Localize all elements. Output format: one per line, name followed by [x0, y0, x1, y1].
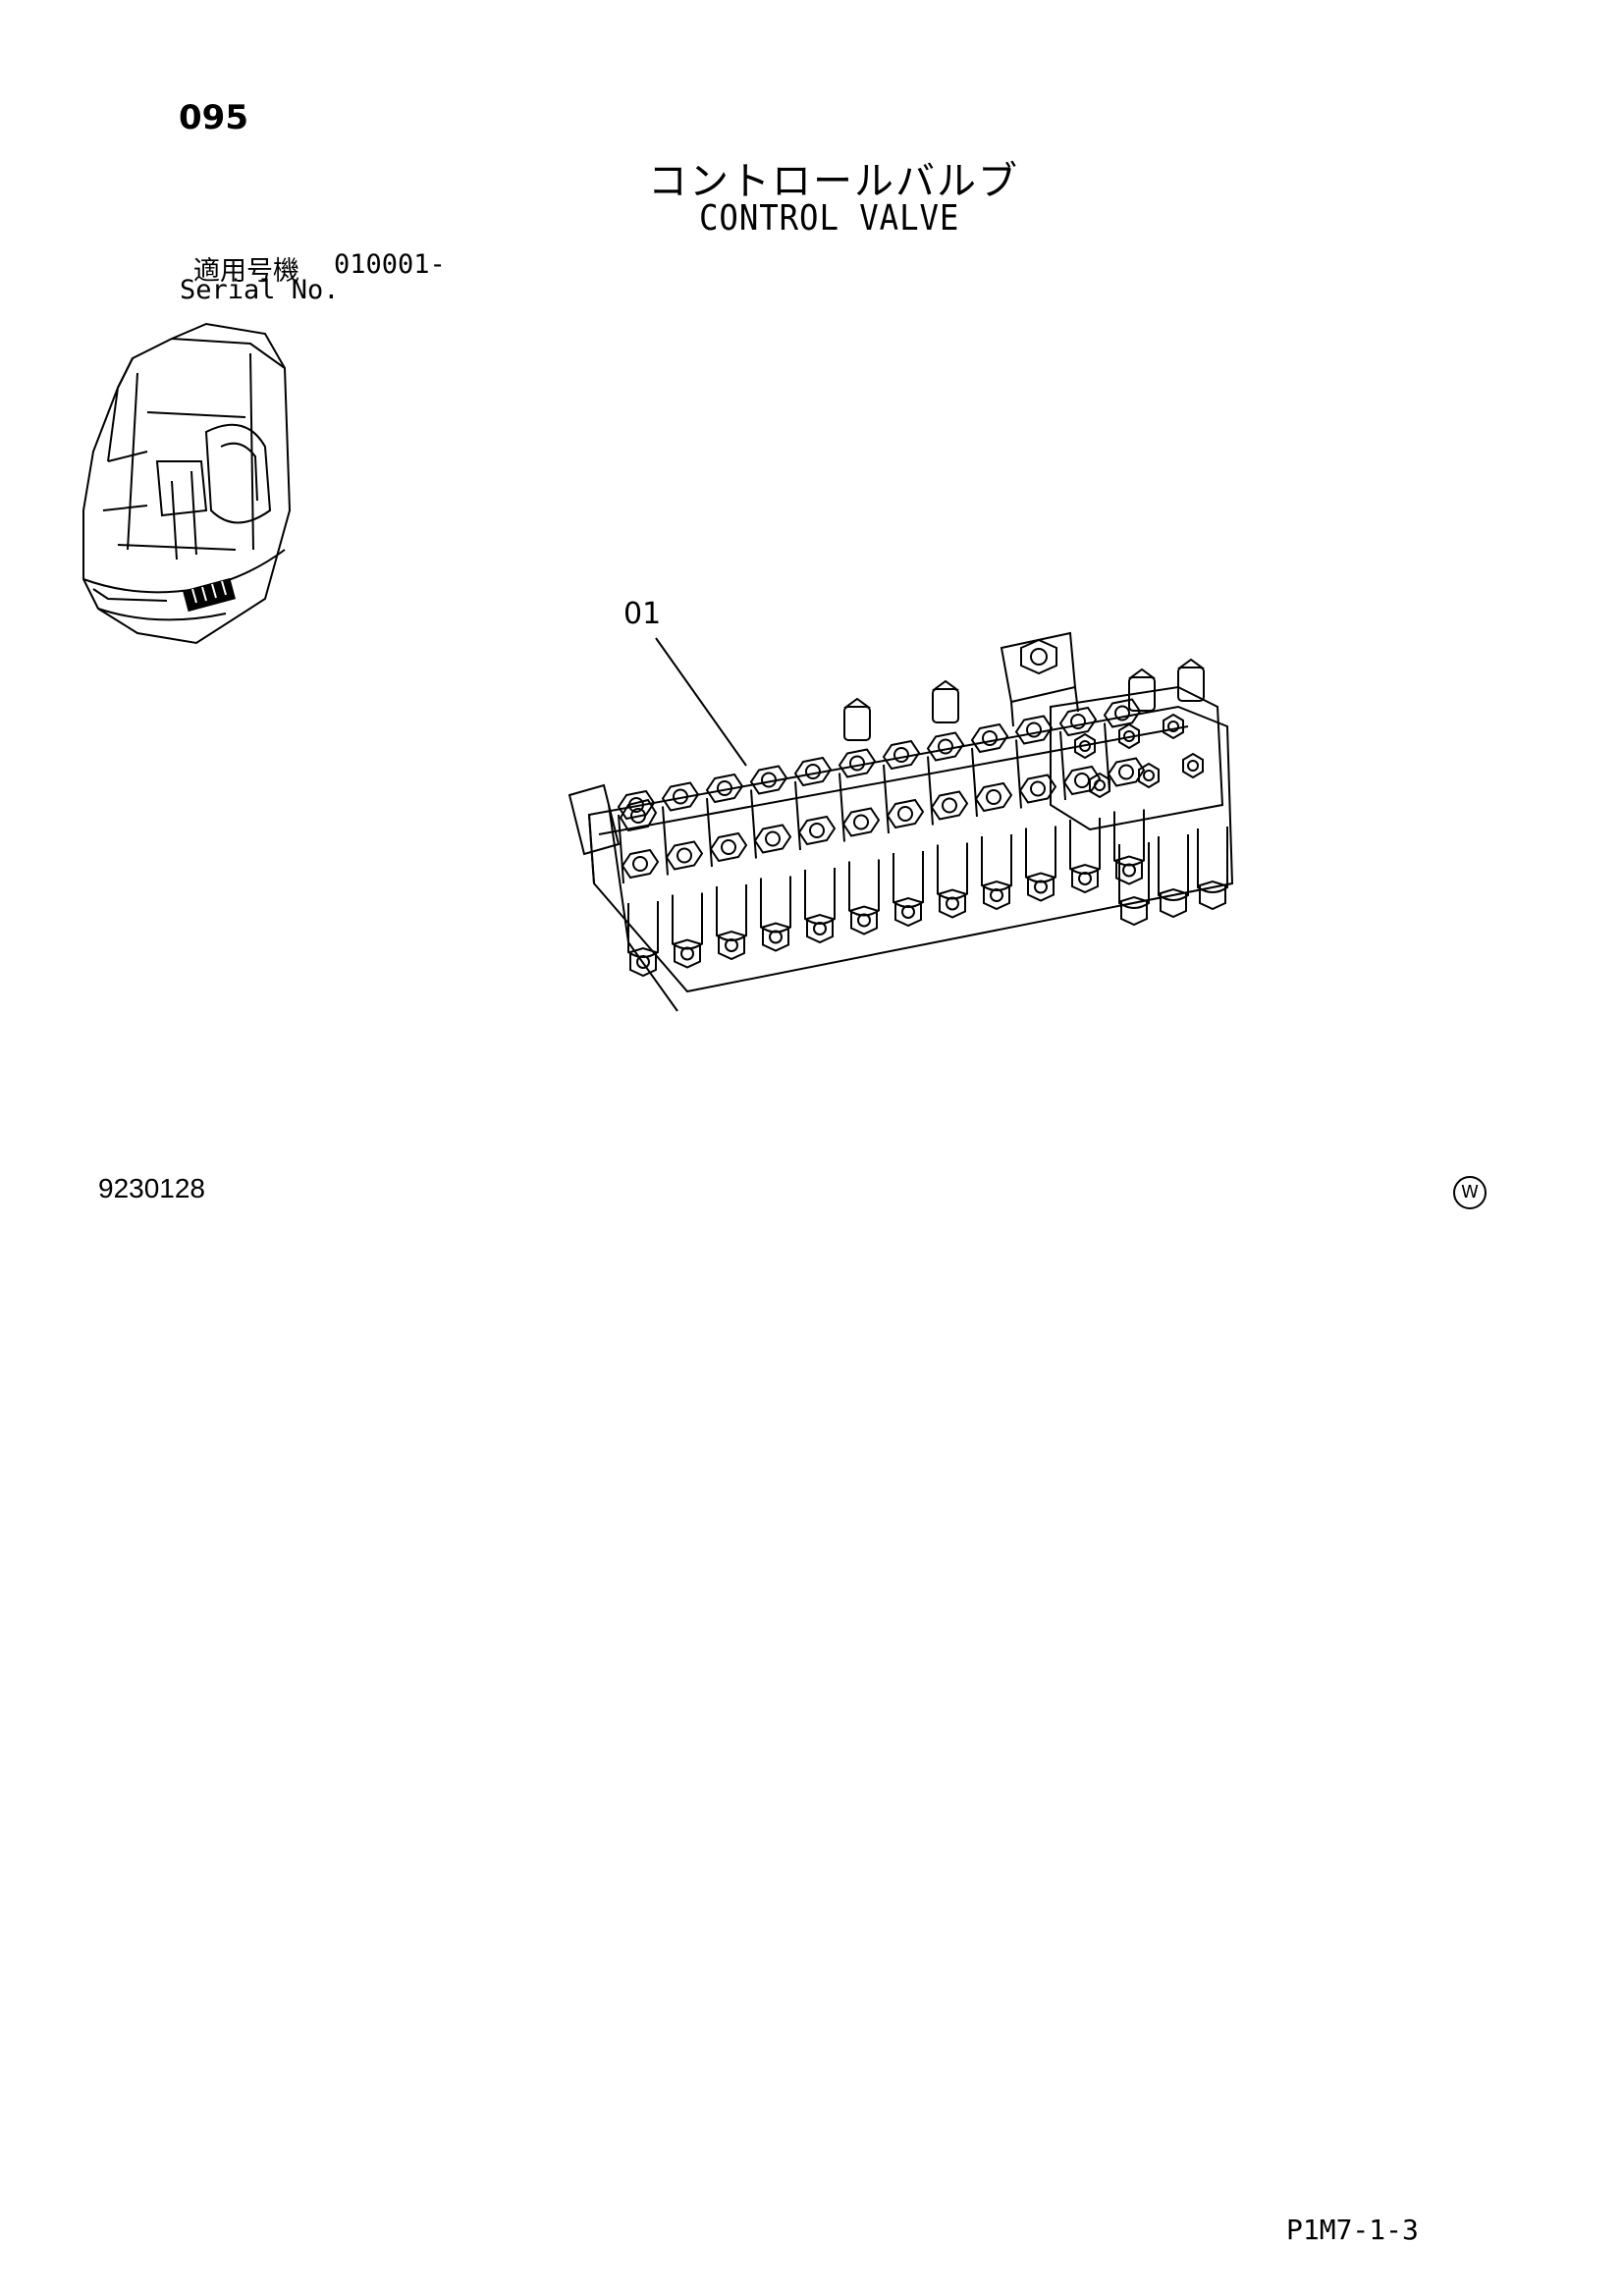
page-code: P1M7-1-3 — [1286, 2214, 1419, 2246]
page-number: 095 — [179, 98, 248, 137]
drawing-number: 9230128 — [98, 1173, 206, 1203]
title-japanese: コントロールバルブ — [648, 159, 1019, 204]
part-callout-01: 01 — [623, 597, 662, 631]
serial-label-english: Serial No. — [180, 275, 340, 305]
w-mark-icon: W — [1453, 1176, 1487, 1209]
serial-value: 010001- — [334, 249, 446, 280]
title-english: CONTROL VALVE — [699, 198, 960, 239]
serial-label-japanese: 適用号機 — [193, 256, 299, 287]
